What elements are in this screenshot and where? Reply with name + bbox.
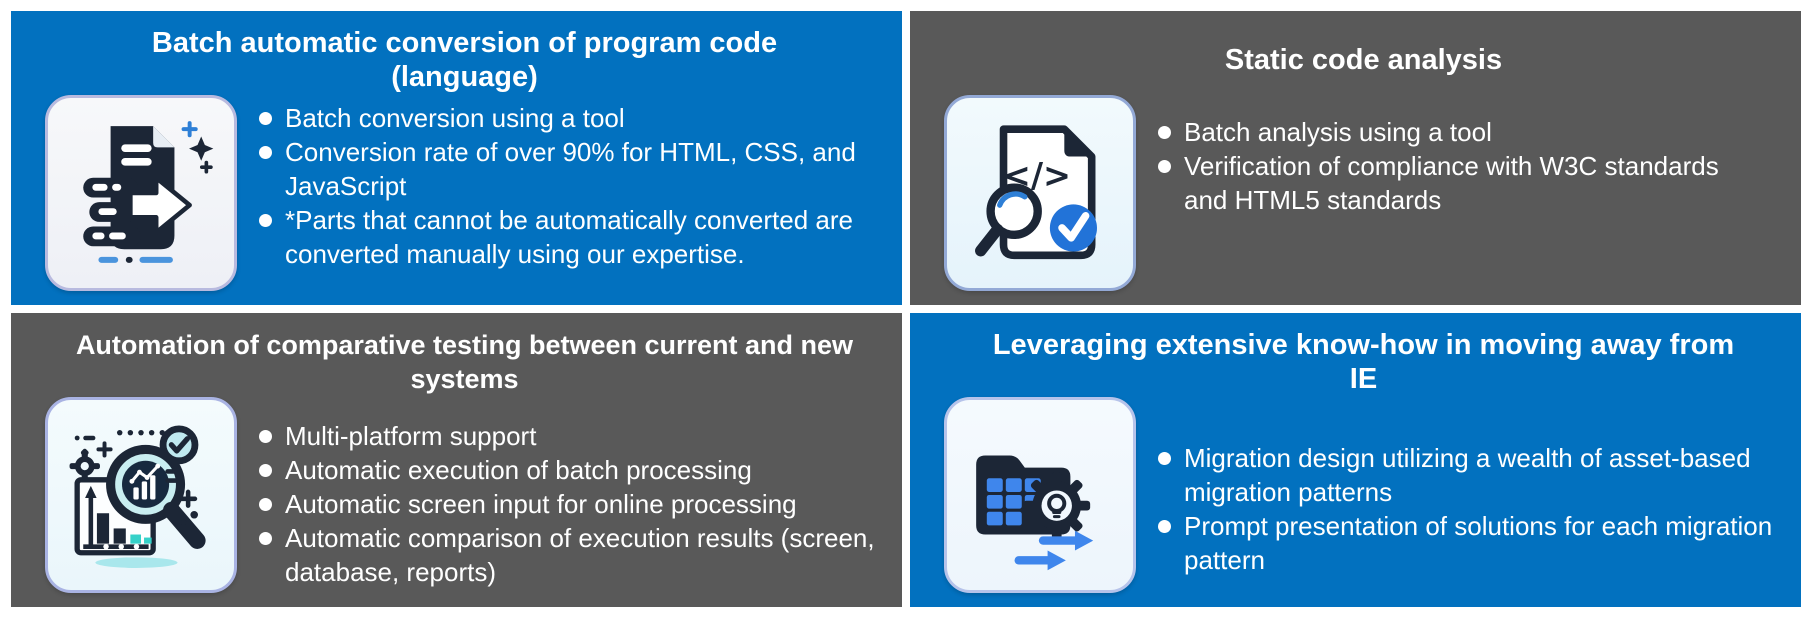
panel-ie-migration: Leveraging extensive know-how in moving …: [910, 313, 1801, 607]
bullet-item: Batch analysis using a tool: [1158, 115, 1724, 149]
bullet-item: Prompt presentation of solutions for eac…: [1158, 509, 1783, 577]
bullet-icon: [259, 112, 272, 125]
bullet-item: *Parts that cannot be automatically conv…: [259, 203, 865, 271]
bullet-list: Batch conversion using a tool Conversion…: [259, 101, 865, 271]
ie-migration-icon: [944, 397, 1136, 593]
comparative-testing-icon: [45, 397, 237, 593]
bullet-list: Migration design utilizing a wealth of a…: [1158, 441, 1783, 577]
bullet-icon: [1158, 520, 1171, 533]
bullet-item: Migration design utilizing a wealth of a…: [1158, 441, 1783, 509]
bullet-item: Verification of compliance with W3C stan…: [1158, 149, 1724, 217]
bullet-icon: [1158, 452, 1171, 465]
panel-comparative-testing: Automation of comparative testing betwee…: [11, 313, 902, 607]
bullet-icon: [259, 430, 272, 443]
bullet-list: Batch analysis using a tool Verification…: [1158, 115, 1724, 217]
bullet-item: Conversion rate of over 90% for HTML, CS…: [259, 135, 865, 203]
bullet-item: Batch conversion using a tool: [259, 101, 865, 135]
bullet-item: Multi-platform support: [259, 419, 884, 453]
bullet-icon: [1158, 160, 1171, 173]
bullet-icon: [259, 146, 272, 159]
panel-title: Batch automatic conversion of program co…: [151, 27, 778, 93]
code-analysis-icon: </>: [944, 95, 1136, 291]
panel-title: Leveraging extensive know-how in moving …: [992, 329, 1735, 395]
bullet-icon: [259, 532, 272, 545]
bullet-icon: [259, 214, 272, 227]
bullet-item: Automatic screen input for online proces…: [259, 487, 884, 521]
panel-title: Automation of comparative testing betwee…: [75, 330, 854, 394]
bullet-icon: [1158, 126, 1171, 139]
bullet-icon: [259, 464, 272, 477]
bullet-icon: [259, 498, 272, 511]
bullet-list: Multi-platform support Automatic executi…: [259, 419, 884, 589]
document-conversion-icon: [45, 95, 237, 291]
panel-static-analysis: Static code analysis </>: [910, 11, 1801, 305]
panel-batch-conversion: Batch automatic conversion of program co…: [11, 11, 902, 305]
bullet-item: Automatic execution of batch processing: [259, 453, 884, 487]
panel-title: Static code analysis: [1224, 44, 1503, 76]
bullet-item: Automatic comparison of execution result…: [259, 521, 884, 589]
